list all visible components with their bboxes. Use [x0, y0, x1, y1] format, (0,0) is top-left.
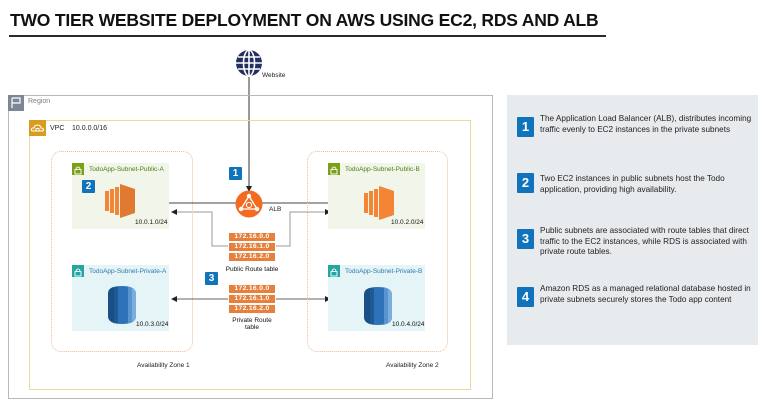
vpc-container — [29, 120, 471, 390]
vpc-label: VPC — [50, 125, 65, 132]
subnet-public-a-cidr: 10.0.1.0/24 — [135, 219, 168, 226]
page-title: TWO TIER WEBSITE DEPLOYMENT ON AWS USING… — [10, 10, 599, 30]
region-flag-icon — [8, 95, 24, 111]
globe-icon — [236, 49, 262, 77]
panel-item-2-text: Two EC2 instances in public subnets host… — [540, 174, 725, 194]
panel-badge-4: 4 — [517, 287, 534, 307]
subnet-public-b: TodoApp-Subnet-Public-B 10.0.2.0/24 — [328, 163, 425, 229]
subnet-private-a: TodoApp-Subnet-Private-A 10.0.3.0/24 — [72, 265, 169, 331]
step-badge-2: 2 — [82, 180, 95, 193]
step-badge-1: 1 — [229, 167, 242, 180]
region-label: Region — [28, 98, 51, 105]
subnet-private-a-name: TodoApp-Subnet-Private-A — [89, 268, 167, 275]
public-route-entry: 172.16.0.0 — [229, 233, 275, 241]
public-route-entry: 172.16.2.0 — [229, 253, 275, 261]
load-balancer-icon — [235, 190, 263, 218]
panel-item-3-text: Public subnets are associated with route… — [540, 226, 749, 256]
website-label: Website — [262, 72, 286, 79]
rds-database-icon — [364, 287, 392, 325]
subnet-public-a-name: TodoApp-Subnet-Public-A — [89, 166, 164, 173]
rds-database-icon — [108, 286, 136, 324]
step-badge-3: 3 — [205, 272, 218, 285]
lock-icon — [328, 265, 340, 277]
public-rt-to-subnet-b-line — [276, 209, 331, 247]
private-route-table-label-line1: Private Route — [232, 317, 272, 324]
panel-badge-1: 1 — [517, 117, 534, 137]
explanation-panel: 1 The Application Load Balancer (ALB), d… — [507, 95, 758, 345]
availability-zone-1 — [51, 151, 193, 352]
lock-icon — [72, 163, 84, 175]
lock-icon — [72, 265, 84, 277]
availability-zone-1-label: Availability Zone 1 — [137, 362, 190, 369]
subnet-private-b-cidr: 10.0.4.0/24 — [392, 321, 425, 328]
subnet-private-b: TodoApp-Subnet-Private-B 10.0.4.0/24 — [328, 265, 425, 331]
panel-badge-2: 2 — [517, 173, 534, 193]
private-route-table-label: Private Route table — [222, 317, 282, 331]
panel-item-1-text: The Application Load Balancer (ALB), dis… — [540, 114, 752, 134]
public-route-entry: 172.16.1.0 — [229, 243, 275, 251]
private-route-entry: 172.16.2.0 — [229, 305, 275, 313]
title-divider — [9, 35, 606, 37]
subnet-public-b-name: TodoApp-Subnet-Public-B — [345, 166, 420, 173]
panel-badge-3: 3 — [517, 229, 534, 249]
availability-zone-2-label: Availability Zone 2 — [386, 362, 439, 369]
lock-icon — [328, 163, 340, 175]
availability-zone-2 — [307, 151, 448, 352]
ec2-instance-icon — [105, 184, 135, 218]
subnet-private-a-cidr: 10.0.3.0/24 — [136, 321, 169, 328]
vpc-cloud-icon — [29, 120, 46, 136]
panel-item-4-text: Amazon RDS as a managed relational datab… — [540, 284, 751, 304]
region-container — [8, 95, 493, 399]
private-route-table-label-line2: table — [244, 324, 260, 331]
public-route-table-label: Public Route table — [225, 266, 279, 273]
subnet-public-a: TodoApp-Subnet-Public-A 2 10.0.1.0/24 — [72, 163, 169, 229]
vpc-cidr: 10.0.0.0/16 — [72, 125, 108, 132]
private-route-entry: 172.16.1.0 — [229, 295, 275, 303]
alb-label: ALB — [269, 206, 282, 213]
ec2-instance-icon — [364, 186, 394, 220]
subnet-private-b-name: TodoApp-Subnet-Private-B — [345, 268, 423, 275]
subnet-public-b-cidr: 10.0.2.0/24 — [391, 219, 424, 226]
private-route-entry: 172.16.0.0 — [229, 285, 275, 293]
